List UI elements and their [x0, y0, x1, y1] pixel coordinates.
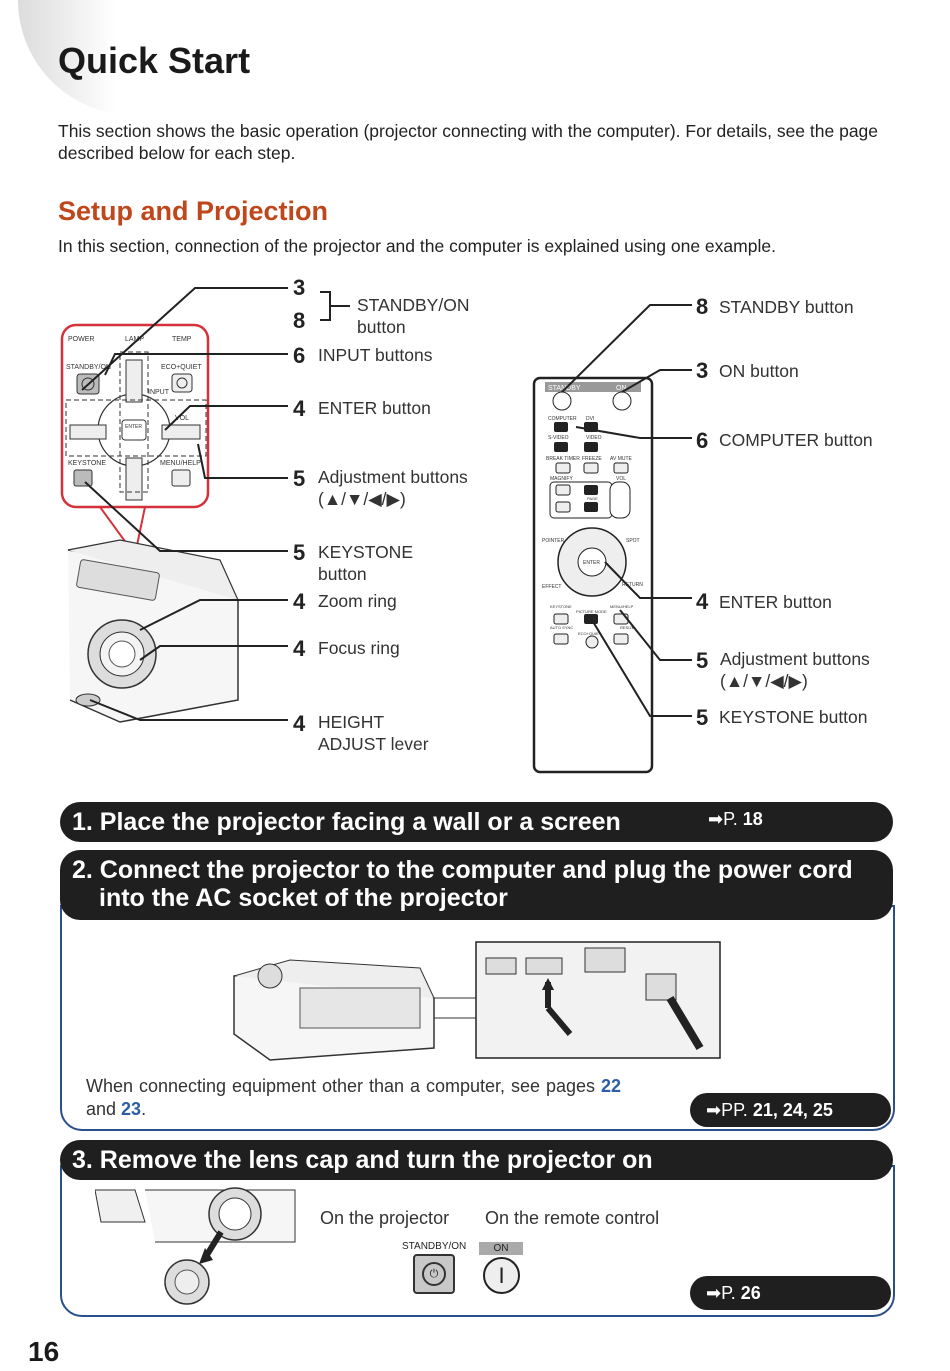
svg-text:ENTER: ENTER [583, 560, 600, 566]
svg-text:RETURN: RETURN [622, 582, 643, 588]
callout-remote-standby: STANDBY button [719, 297, 854, 317]
step-2-ref[interactable]: ➡PP. 21, 24, 25 [690, 1093, 891, 1127]
on-button-mark: I [498, 1263, 505, 1288]
svg-text:TEMP: TEMP [172, 336, 192, 343]
svg-text:INPUT: INPUT [148, 389, 170, 396]
svg-text:VIDEO: VIDEO [586, 435, 602, 441]
step-2-title-line2: into the AC socket of the projector [99, 884, 508, 912]
arrow-right-icon: ➡ [706, 1283, 722, 1303]
callout-focus: Focus ring [318, 638, 400, 658]
svg-text:KEYSTONE: KEYSTONE [550, 604, 572, 609]
callout-number: 5 [293, 466, 306, 491]
svg-text:VOL: VOL [616, 476, 626, 482]
callout-number: 3 [696, 358, 709, 383]
step-2-title-line1: 2. Connect the projector to the computer… [72, 856, 853, 884]
svg-text:MENU/HELP: MENU/HELP [610, 604, 634, 609]
callout-remote-keystone: KEYSTONE button [719, 707, 868, 727]
svg-text:ECO+QUIET: ECO+QUIET [161, 364, 202, 371]
control-panel-outline [60, 323, 210, 509]
arrow-right-icon: ➡ [706, 1100, 722, 1120]
svg-text:PICTURE MODE: PICTURE MODE [576, 609, 607, 614]
page-link-22[interactable]: 22 [600, 1076, 621, 1096]
svg-text:RESIZE: RESIZE [620, 625, 635, 630]
standby-on-caption: STANDBY/ON [402, 1241, 467, 1252]
step-1-title: 1. Place the projector facing a wall or … [72, 808, 621, 836]
step-3-bar: 3. Remove the lens cap and turn the proj… [60, 1140, 893, 1180]
step-2-note: When connecting equipment other than a c… [86, 1076, 621, 1119]
svg-text:S-VIDEO: S-VIDEO [548, 435, 569, 441]
on-projector-label: On the projector [320, 1208, 450, 1228]
projector-diagram: POWER LAMP TEMP STANDBY/ON ECO+QUIET INP… [60, 287, 350, 723]
callout-number: 8 [696, 294, 709, 319]
callout-number: 6 [293, 343, 306, 368]
callout-number: 3 [293, 275, 306, 300]
callout-remote-enter: ENTER button [719, 592, 832, 612]
svg-text:SPOT: SPOT [626, 538, 640, 544]
on-caption: ON [479, 1242, 523, 1255]
connection-illustration [233, 941, 721, 1061]
callout-number: 5 [696, 705, 709, 730]
on-remote-label: On the remote control [485, 1208, 660, 1228]
callout-standby-on: STANDBY/ON button [357, 295, 470, 337]
page-title: Quick Start [58, 40, 251, 81]
arrow-right-icon: ➡ [708, 809, 724, 829]
callout-enter: ENTER button [318, 398, 431, 418]
callout-zoom: Zoom ring [318, 591, 397, 611]
callout-remote-adjust: Adjustment buttons (▲/▼/◀/▶) [720, 649, 870, 691]
svg-text:MENU/HELP: MENU/HELP [160, 460, 201, 467]
callout-number: 4 [293, 589, 306, 614]
callout-number: 4 [293, 396, 306, 421]
step-1-ref[interactable]: ➡P. 18 [708, 809, 763, 829]
lens-cap-illustration [95, 1187, 296, 1305]
callout-number: 4 [293, 711, 306, 736]
svg-text:PAGE: PAGE [587, 496, 598, 501]
svg-text:AUTO SYNC: AUTO SYNC [550, 625, 573, 630]
callout-input: INPUT buttons [318, 345, 433, 365]
svg-text:ENTER: ENTER [125, 424, 142, 430]
svg-text:STANDBY/ON: STANDBY/ON [66, 364, 111, 371]
page-intro: This section shows the basic operation (… [58, 121, 879, 163]
callout-remote-computer: COMPUTER button [719, 430, 873, 450]
svg-text:COMPUTER: COMPUTER [548, 416, 577, 422]
callout-number: 5 [293, 540, 306, 565]
section-intro: In this section, connection of the proje… [58, 236, 776, 256]
panel-label: POWER [68, 336, 94, 343]
step-2-bar: 2. Connect the projector to the computer… [60, 850, 893, 920]
callout-number: 5 [696, 648, 709, 673]
callout-adjust: Adjustment buttons (▲/▼/◀/▶) [318, 467, 468, 509]
svg-text:EFFECT: EFFECT [542, 584, 561, 590]
svg-text:ECO+QUIET: ECO+QUIET [578, 631, 602, 636]
callout-number: 4 [293, 636, 306, 661]
remote-diagram: STANDBY ON COMPUTER DVI S-VIDEO VIDEO BR… [532, 304, 692, 774]
section-title: Setup and Projection [58, 196, 329, 226]
callout-keystone: KEYSTONE button [318, 542, 413, 584]
svg-text:FREEZE: FREEZE [582, 456, 602, 462]
svg-text:MAGNIFY: MAGNIFY [550, 476, 573, 482]
svg-text:POINTER: POINTER [542, 538, 565, 544]
step-3-ref[interactable]: ➡P. 26 [690, 1276, 891, 1310]
svg-text:KEYSTONE: KEYSTONE [68, 460, 106, 467]
step-1-bar: 1. Place the projector facing a wall or … [60, 802, 893, 842]
page-number: 16 [28, 1336, 60, 1367]
on-button[interactable]: I [483, 1257, 520, 1294]
power-icon: ⏻ [422, 1262, 446, 1286]
callout-remote-on: ON button [719, 361, 799, 381]
svg-text:LAMP: LAMP [125, 336, 144, 343]
svg-text:ON: ON [616, 385, 627, 392]
page-link-23[interactable]: 23 [121, 1099, 142, 1119]
standby-on-button[interactable]: ⏻ [413, 1254, 455, 1294]
callout-number: 4 [696, 589, 709, 614]
callout-height: HEIGHT ADJUST lever [318, 712, 429, 754]
callout-number: 6 [696, 428, 709, 453]
svg-text:DVI: DVI [586, 416, 594, 422]
svg-text:VOL: VOL [175, 415, 189, 422]
callout-number: 8 [293, 308, 306, 333]
svg-text:AV MUTE: AV MUTE [610, 456, 633, 462]
svg-text:BREAK TIMER: BREAK TIMER [546, 456, 580, 462]
step-3-title: 3. Remove the lens cap and turn the proj… [72, 1146, 653, 1174]
